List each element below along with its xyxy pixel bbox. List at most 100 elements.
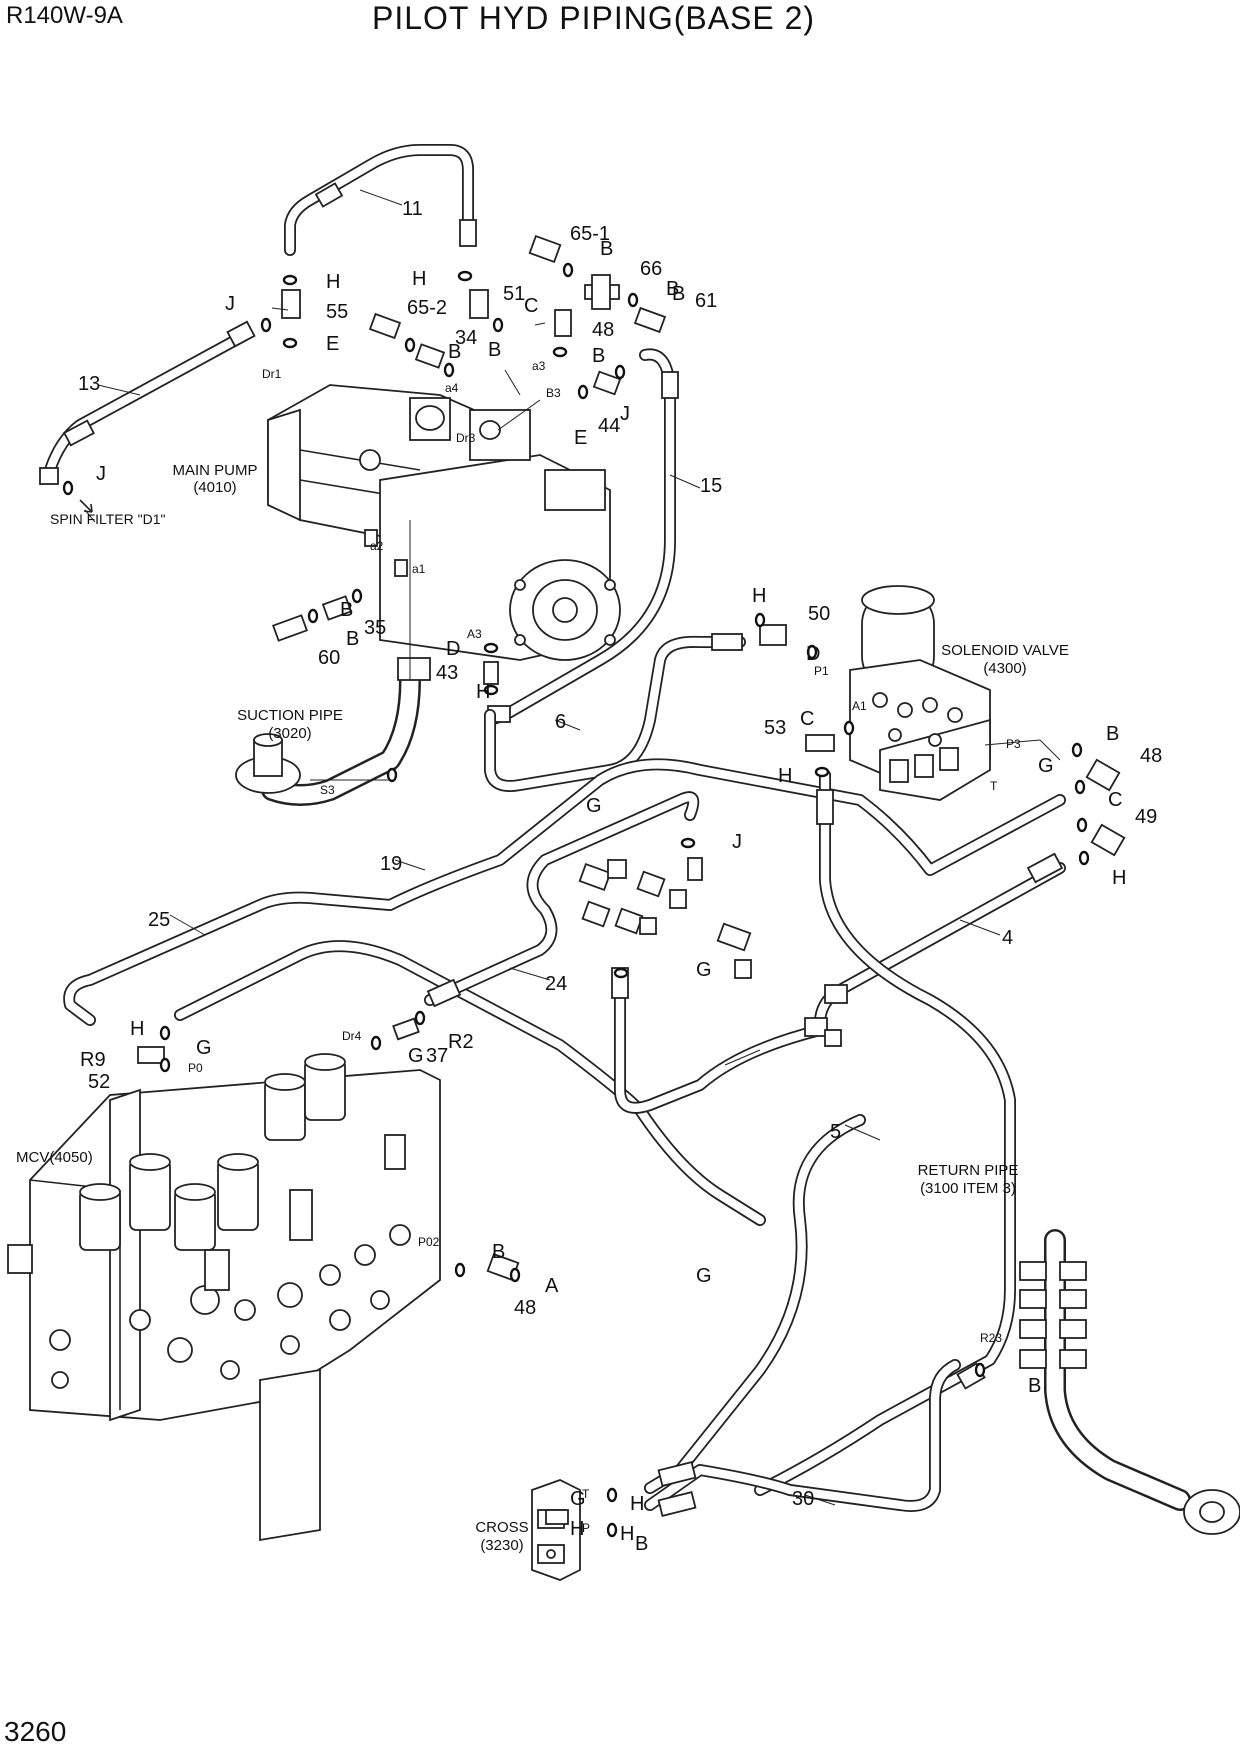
letter-callout-15: B <box>346 628 359 650</box>
return-pipe-fittings <box>1019 1261 1087 1369</box>
label-return-pipe-code: (3100 ITEM 3) <box>920 1180 1016 1197</box>
port-label-11: P3 <box>1006 737 1021 751</box>
callout-20: 35 <box>364 617 386 639</box>
letter-callout-18: H <box>752 585 766 607</box>
letter-callout-22: B <box>1106 723 1119 745</box>
labels: MAIN PUMP (4010) SPIN FILTER "D1" SOLENO… <box>16 462 1069 1554</box>
port-label-15: P02 <box>418 1235 440 1249</box>
callout-23: 53 <box>764 717 786 739</box>
port-label-5: a2 <box>370 539 384 553</box>
letter-callout-0: H <box>326 271 340 293</box>
letter-callout-31: R2 <box>448 1031 474 1053</box>
callout-8: 5 <box>830 1121 841 1143</box>
letter-callout-10: B <box>672 283 685 305</box>
port-label-2: a3 <box>532 359 546 373</box>
tube-5 <box>754 769 1016 1496</box>
callout-17: 48 <box>592 319 614 341</box>
tube-24 <box>424 791 700 1008</box>
leader-lines <box>84 189 1061 1506</box>
model-number: R140W-9A <box>6 2 123 29</box>
letter-callout-4: B <box>600 238 613 260</box>
tube-19 <box>63 758 1066 1026</box>
label-main-pump-code: (4010) <box>193 479 236 496</box>
callout-3: 6 <box>555 711 566 733</box>
letter-callout-40: H <box>570 1518 584 1540</box>
page-title: PILOT HYD PIPING(BASE 2) <box>372 0 816 36</box>
letter-callout-34: B <box>492 1241 505 1263</box>
letter-callout-11: E <box>574 427 587 449</box>
solenoid-valve <box>849 585 991 801</box>
tube-30 <box>644 1359 961 1517</box>
port-label-8: S3 <box>320 783 335 797</box>
page-number: 3260 <box>4 1716 67 1747</box>
mcv <box>7 1053 441 1542</box>
port-label-14: P0 <box>188 1061 203 1075</box>
port-label-12: T <box>990 779 998 793</box>
callout-14: 65-2 <box>407 297 447 319</box>
label-solenoid-valve: SOLENOID VALVE <box>941 642 1069 659</box>
letter-callout-12: J <box>620 403 630 425</box>
port-label-10: A1 <box>852 699 867 713</box>
letter-callout-30: H <box>130 1018 144 1040</box>
port-label-13: Dr4 <box>342 1029 362 1043</box>
label-spin-filter: SPIN FILTER "D1" <box>50 511 166 527</box>
tubes <box>39 144 1240 1535</box>
letter-callout-26: J <box>732 831 742 853</box>
letter-callout-35: A <box>545 1275 559 1297</box>
letter-callout-38: G <box>570 1488 586 1510</box>
port-label-6: a1 <box>412 562 426 576</box>
port-label-18: P <box>582 1521 590 1535</box>
callout-18: 44 <box>598 415 620 437</box>
letter-callout-6: C <box>524 295 538 317</box>
port-label-9: P1 <box>814 664 829 678</box>
o-rings <box>62 262 1090 1538</box>
letter-callout-21: H <box>778 765 792 787</box>
label-cross-code: (3230) <box>480 1537 523 1554</box>
letter-callout-36: G <box>696 1265 712 1287</box>
tube-r2 <box>611 967 826 1114</box>
callout-12: 66 <box>640 258 662 280</box>
callout-26: 52 <box>88 1071 110 1093</box>
letter-callout-1: J <box>225 293 235 315</box>
callout-11: 65-1 <box>570 223 610 245</box>
callout-13: 61 <box>695 290 717 312</box>
letter-callout-14: B <box>340 599 353 621</box>
arrow-icon <box>79 499 93 513</box>
letter-callout-42: H <box>630 1493 644 1515</box>
letter-callout-27: G <box>586 795 602 817</box>
port-label-0: Dr1 <box>262 367 282 381</box>
callout-1: 13 <box>78 373 100 395</box>
port-label-17: T <box>582 1487 590 1501</box>
label-mcv: MCV(4050) <box>16 1149 93 1166</box>
label-main-pump: MAIN PUMP <box>172 462 257 479</box>
callout-16: 34 <box>455 327 477 349</box>
callout-15: 51 <box>503 283 525 305</box>
letter-callout-33: G <box>408 1045 424 1067</box>
label-return-pipe: RETURN PIPE <box>918 1162 1019 1179</box>
callout-24: 48 <box>1140 745 1162 767</box>
main-pump <box>267 384 621 661</box>
tube-25 <box>174 940 766 1226</box>
label-suction-pipe-code: (3020) <box>268 725 311 742</box>
callout-19: 60 <box>318 647 340 669</box>
port-label-7: A3 <box>467 627 482 641</box>
tube-5-lower <box>644 1114 866 1494</box>
label-cross: CROSS <box>475 1519 528 1536</box>
letter-callout-32: G <box>196 1037 212 1059</box>
letter-callout-7: B <box>448 341 461 363</box>
callout-21: 43 <box>436 662 458 684</box>
letter-callout-29: R9 <box>80 1049 106 1071</box>
letter-callout-5: B <box>666 278 679 300</box>
pump-fittings <box>137 234 1126 1525</box>
center-fittings <box>578 857 848 1047</box>
callout-28: 48 <box>514 1297 536 1319</box>
letter-callout-17: H <box>476 681 490 703</box>
label-solenoid-valve-code: (4300) <box>983 660 1026 677</box>
port-label-1: a4 <box>445 381 459 395</box>
callout-10: 55 <box>326 301 348 323</box>
letter-callout-13: J <box>96 463 106 485</box>
